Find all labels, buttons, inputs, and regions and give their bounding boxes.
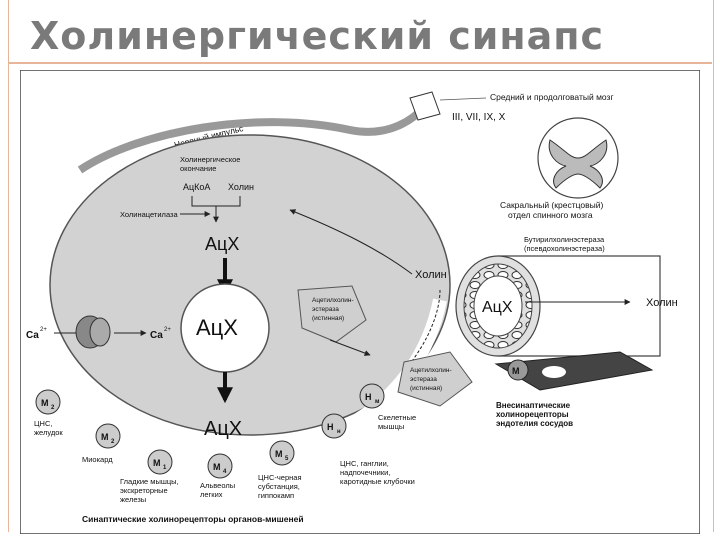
synapse-diagram: Нервный импульс Холинергическое окончани…	[19, 69, 701, 535]
svg-text:желудок: желудок	[34, 428, 63, 437]
svg-text:железы: железы	[120, 495, 146, 504]
svg-text:субстанция,: субстанция,	[258, 482, 300, 491]
svg-text:2: 2	[111, 439, 115, 445]
svg-text:Миокард: Миокард	[82, 455, 113, 464]
svg-text:ЦНС-черная: ЦНС-черная	[258, 473, 302, 482]
sacral-label-2: отдел спинного мозга	[508, 210, 593, 220]
nerve-terminal	[49, 134, 451, 436]
svg-text:2: 2	[51, 405, 55, 411]
svg-text:М: М	[41, 398, 49, 408]
endothelium	[494, 351, 654, 391]
svg-text:Гладкие мышцы,: Гладкие мышцы,	[120, 477, 179, 486]
page-title: Холинергический синапс	[30, 14, 605, 58]
m3-vessel-receptor	[507, 359, 529, 381]
svg-text:Н: Н	[365, 392, 372, 402]
footer-label: Синаптические холинорецепторы органов-ми…	[82, 514, 304, 524]
ache-shape-1	[297, 285, 367, 343]
choline-top-label: Холин	[228, 182, 254, 192]
extrasynaptic-label-3: эндотелия сосудов	[496, 419, 573, 428]
svg-text:Альвеолы: Альвеолы	[200, 481, 235, 490]
butyryl-label-2: (псевдохолинэстераза)	[524, 244, 605, 253]
synaptic-cleft	[43, 298, 447, 468]
svg-text:Н: Н	[327, 422, 334, 432]
svg-text:ЦНС,: ЦНС,	[34, 419, 52, 428]
butyryl-label-1: Бутирилхолинэстераза	[524, 235, 605, 244]
extrasynaptic-label-1: Внесинаптические	[496, 401, 571, 410]
svg-text:надпочечники,: надпочечники,	[340, 468, 390, 477]
svg-text:экскреторные: экскреторные	[120, 486, 168, 495]
receptor-chain	[35, 383, 385, 479]
svg-text:2+: 2+	[40, 327, 47, 333]
svg-text:5: 5	[285, 456, 289, 462]
ach-vesicle-label: АцХ	[196, 315, 238, 340]
ach-cleft-label: АцХ	[204, 418, 242, 440]
svg-text:М: М	[101, 432, 109, 442]
title-divider	[8, 62, 712, 64]
choline-vessel-label: Холин	[646, 297, 678, 309]
svg-text:ЦНС, ганглии,: ЦНС, ганглии,	[340, 459, 389, 468]
sacral-label-1: Сакральный (крестцовый)	[500, 200, 603, 210]
extrasynaptic-label-2: холинорецепторы	[496, 410, 569, 419]
ach-vessel-label: АцХ	[482, 299, 513, 316]
svg-text:Ацетилхолин-: Ацетилхолин-	[410, 367, 452, 374]
nerves-label: III, VII, IX, X	[452, 112, 506, 123]
brain-label: Средний и продолговатый мозг	[490, 92, 614, 102]
svg-text:эстераза: эстераза	[312, 306, 339, 313]
svg-text:(истинная): (истинная)	[312, 315, 344, 322]
svg-text:М: М	[213, 462, 221, 472]
svg-text:гиппокамп: гиппокамп	[258, 491, 294, 500]
svg-text:М: М	[512, 366, 520, 376]
svg-text:Ацетилхолин-: Ацетилхолин-	[312, 297, 354, 304]
svg-text:4: 4	[223, 469, 227, 475]
svg-text:мышцы: мышцы	[378, 422, 404, 431]
svg-text:2+: 2+	[164, 327, 171, 333]
svg-text:эстераза: эстераза	[410, 376, 437, 383]
slide-border	[8, 0, 714, 532]
choline-acetylase-label: Холинацетилаза	[120, 210, 178, 219]
svg-text:каротидные клубочки: каротидные клубочки	[340, 477, 415, 486]
svg-text:м: м	[375, 399, 380, 405]
ca-right-label: Ca	[150, 330, 163, 341]
svg-text:(истинная): (истинная)	[410, 385, 442, 392]
ca-left-label: Ca	[26, 330, 39, 341]
svg-text:М: М	[153, 458, 161, 468]
svg-text:Скелетные: Скелетные	[378, 413, 416, 422]
ache-shape-2	[397, 351, 473, 407]
svg-text:н: н	[337, 429, 341, 435]
svg-text:1: 1	[163, 465, 167, 471]
ach-top-label: АцХ	[205, 234, 239, 254]
choline-mid-label: Холин	[415, 269, 447, 281]
cholinergic-ending-label-1: Холинергическое	[180, 155, 240, 164]
svg-text:М: М	[275, 449, 283, 459]
cholinergic-ending-label-2: окончание	[180, 164, 216, 173]
svg-text:легких: легких	[200, 490, 223, 499]
nerve-fiber	[77, 103, 429, 174]
acetyl-coa-label: АцКоА	[183, 182, 210, 192]
brain-node	[409, 91, 441, 121]
